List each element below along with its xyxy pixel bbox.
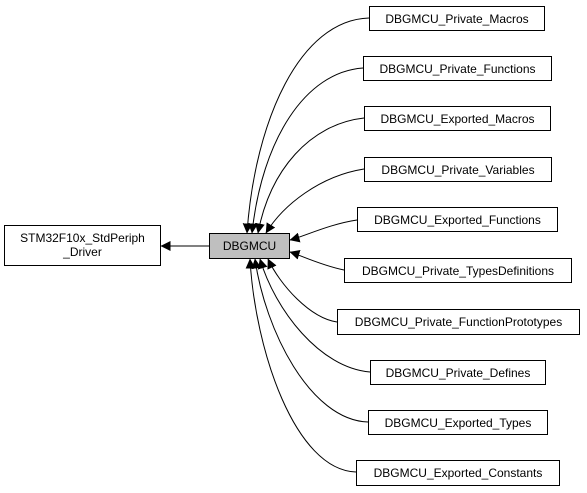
edge-child-3-to-dbgmcu	[254, 117, 365, 234]
node-child-label: DBGMCU_Private_TypesDefinitions	[361, 263, 555, 278]
node-child-label: DBGMCU_Private_FunctionPrototypes	[354, 315, 563, 329]
node-parent-label-line2: _Driver	[63, 245, 102, 259]
node-dbgmcu-private-macros[interactable]: DBGMCU_Private_Macros	[369, 6, 545, 31]
node-child-label: DBGMCU_Exported_Macros	[380, 111, 535, 126]
edge-child-10-to-dbgmcu	[245, 258, 357, 473]
node-dbgmcu-private-variables[interactable]: DBGMCU_Private_Variables	[364, 157, 552, 182]
node-child-label: DBGMCU_Exported_Types	[384, 415, 532, 430]
node-child-label: DBGMCU_Private_Defines	[385, 365, 531, 380]
edge-child-2-to-dbgmcu	[248, 67, 364, 234]
node-dbgmcu-exported-types[interactable]: DBGMCU_Exported_Types	[368, 410, 548, 435]
edge-child-1-to-dbgmcu	[242, 17, 370, 234]
edge-child-9-to-dbgmcu	[251, 258, 369, 423]
node-child-label: DBGMCU_Private_Macros	[385, 11, 529, 26]
edge-child-8-to-dbgmcu	[257, 258, 371, 373]
node-dbgmcu-exported-macros[interactable]: DBGMCU_Exported_Macros	[364, 106, 551, 131]
node-dbgmcu-current: DBGMCU	[209, 233, 290, 259]
edge-child-7-to-dbgmcu	[267, 258, 338, 323]
node-dbgmcu-exported-functions[interactable]: DBGMCU_Exported_Functions	[357, 207, 558, 232]
node-center-label: DBGMCU	[222, 239, 277, 253]
node-child-label: DBGMCU_Private_Functions	[379, 61, 536, 76]
node-dbgmcu-private-functions[interactable]: DBGMCU_Private_Functions	[363, 56, 552, 81]
node-child-label: DBGMCU_Exported_Functions	[374, 212, 541, 227]
edge-child-6-to-dbgmcu	[289, 249, 345, 271]
node-stm32f10x-stdperiph-driver[interactable]: STM32F10x_StdPeriph _Driver	[4, 225, 161, 266]
node-dbgmcu-private-functionprototypes[interactable]: DBGMCU_Private_FunctionPrototypes	[337, 309, 580, 335]
node-child-label: DBGMCU_Exported_Constants	[373, 466, 543, 480]
node-dbgmcu-private-defines[interactable]: DBGMCU_Private_Defines	[370, 360, 546, 385]
node-parent-label-line1: STM32F10x_StdPeriph	[20, 231, 145, 245]
node-child-label: DBGMCU_Private_Variables	[381, 162, 535, 177]
node-dbgmcu-private-typesdefinitions[interactable]: DBGMCU_Private_TypesDefinitions	[344, 258, 572, 283]
node-dbgmcu-exported-constants[interactable]: DBGMCU_Exported_Constants	[356, 460, 560, 486]
edge-child-4-to-dbgmcu	[265, 168, 365, 234]
edge-child-5-to-dbgmcu	[289, 219, 358, 243]
